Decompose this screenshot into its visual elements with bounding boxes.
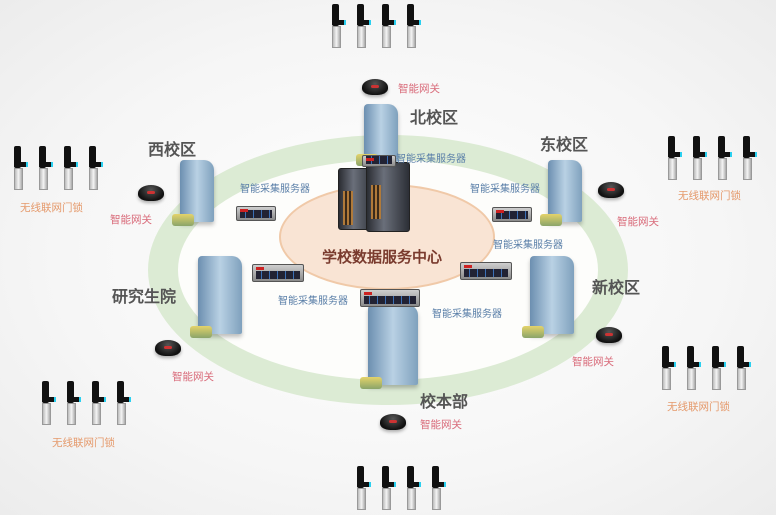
building-icon-new: [522, 256, 574, 338]
door-lock-icon: [65, 381, 81, 425]
server-label-north: 智能采集服务器: [396, 154, 466, 165]
door-lock-icon: [115, 381, 131, 425]
building-icon-main: [360, 305, 418, 389]
campus-label-main: 校本部: [420, 392, 469, 411]
door-lock-icon: [380, 466, 396, 510]
lock-group-bottom: [355, 466, 446, 510]
door-lock-icon: [37, 146, 53, 190]
collection-server-icon: [460, 262, 512, 280]
lock-group-west: [12, 146, 103, 190]
building-icon-research: [190, 256, 242, 338]
gateway-label-north: 智能网关: [398, 83, 440, 95]
door-lock-icon: [405, 4, 421, 48]
building-icon-north: [356, 104, 398, 166]
gateway-icon: [155, 340, 181, 356]
lock-group-top: [330, 4, 421, 48]
campus-label-research: 研究生院: [112, 287, 177, 306]
lock-group-east: [666, 136, 757, 180]
door-lock-icon: [87, 146, 103, 190]
door-lock-icon: [691, 136, 707, 180]
lock-label-research: 无线联网门锁: [52, 437, 115, 449]
server-label-main: 智能采集服务器: [432, 309, 502, 320]
door-lock-icon: [62, 146, 78, 190]
campus-label-west: 西校区: [148, 140, 197, 159]
door-lock-icon: [685, 346, 701, 390]
data-center-server-icon: [366, 162, 410, 232]
campus-label-north: 北校区: [410, 108, 459, 127]
gateway-icon: [596, 327, 622, 343]
collection-server-icon: [492, 207, 532, 222]
gateway-label-research: 智能网关: [172, 371, 214, 383]
lock-label-east: 无线联网门锁: [678, 190, 741, 202]
lock-group-research: [40, 381, 131, 425]
door-lock-icon: [355, 466, 371, 510]
gateway-icon: [362, 79, 388, 95]
server-label-research: 智能采集服务器: [278, 296, 348, 307]
campus-label-east: 东校区: [540, 135, 589, 154]
gateway-label-east: 智能网关: [617, 216, 659, 228]
server-label-west: 智能采集服务器: [240, 184, 310, 195]
lock-label-new: 无线联网门锁: [667, 401, 730, 413]
collection-server-icon: [360, 289, 420, 307]
lock-label-west: 无线联网门锁: [20, 202, 83, 214]
server-label-east: 智能采集服务器: [470, 184, 540, 195]
door-lock-icon: [735, 346, 751, 390]
door-lock-icon: [710, 346, 726, 390]
lock-group-new: [660, 346, 751, 390]
door-lock-icon: [12, 146, 28, 190]
door-lock-icon: [741, 136, 757, 180]
door-lock-icon: [90, 381, 106, 425]
gateway-icon: [138, 185, 164, 201]
gateway-icon: [380, 414, 406, 430]
door-lock-icon: [355, 4, 371, 48]
gateway-label-new: 智能网关: [572, 356, 614, 368]
gateway-label-west: 智能网关: [110, 214, 152, 226]
gateway-icon: [598, 182, 624, 198]
door-lock-icon: [405, 466, 421, 510]
door-lock-icon: [716, 136, 732, 180]
door-lock-icon: [330, 4, 346, 48]
building-icon-east: [540, 160, 582, 226]
collection-server-icon: [252, 264, 304, 282]
door-lock-icon: [40, 381, 56, 425]
door-lock-icon: [430, 466, 446, 510]
door-lock-icon: [660, 346, 676, 390]
door-lock-icon: [666, 136, 682, 180]
collection-server-icon: [362, 155, 396, 167]
campus-label-new: 新校区: [592, 278, 641, 297]
gateway-label-main: 智能网关: [420, 419, 462, 431]
collection-server-icon: [236, 206, 276, 221]
building-icon-west: [172, 160, 214, 226]
server-label-east-lower: 智能采集服务器: [493, 240, 563, 251]
door-lock-icon: [380, 4, 396, 48]
data-center-label: 学校数据服务中心: [322, 248, 443, 266]
